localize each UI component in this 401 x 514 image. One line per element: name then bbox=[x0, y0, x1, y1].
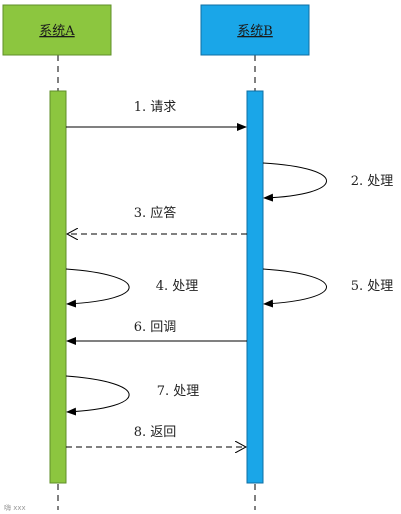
watermark: 嗨 xxx bbox=[4, 503, 26, 512]
message-arrow-5 bbox=[262, 268, 327, 308]
message-arrow-2 bbox=[262, 162, 327, 202]
activation-bar-b bbox=[246, 90, 264, 484]
message-label-1: 1. 请求 bbox=[134, 100, 177, 115]
participant-a-label: 系统A bbox=[39, 24, 75, 39]
message-label-2: 2. 处理 bbox=[351, 174, 394, 189]
participant-b-box bbox=[200, 4, 310, 56]
message-arrow-4 bbox=[65, 268, 130, 308]
activation-bar-a bbox=[49, 90, 67, 484]
message-arrow-7 bbox=[65, 375, 130, 416]
message-label-4: 4. 处理 bbox=[156, 279, 199, 294]
message-label-6: 6. 回调 bbox=[134, 320, 177, 335]
message-label-5: 5. 处理 bbox=[351, 279, 394, 294]
message-label-3: 3. 应答 bbox=[134, 205, 177, 221]
participant-a-box bbox=[2, 4, 112, 56]
participant-b-label: 系统B bbox=[237, 24, 273, 39]
message-label-8: 8. 返回 bbox=[134, 425, 177, 440]
message-label-7: 7. 处理 bbox=[157, 384, 200, 399]
